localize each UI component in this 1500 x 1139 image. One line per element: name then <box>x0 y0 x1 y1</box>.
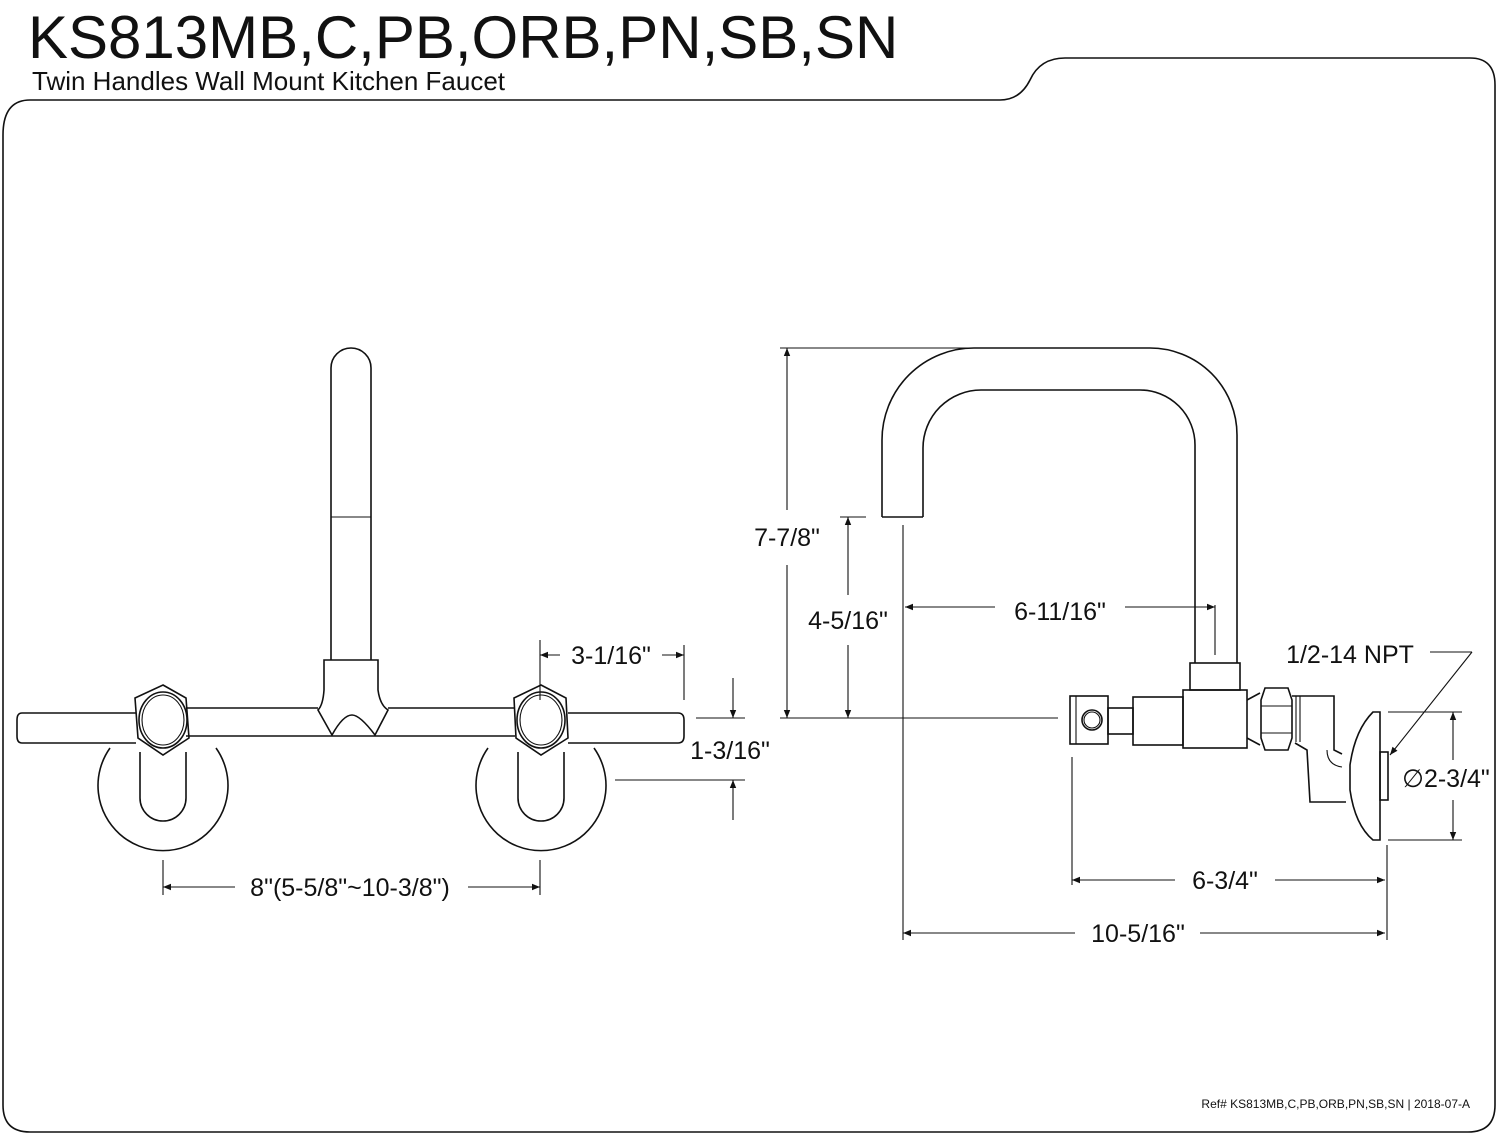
front-view-faucet <box>16 347 685 852</box>
spout-front <box>330 347 372 660</box>
svg-text:6-3/4": 6-3/4" <box>1192 867 1258 895</box>
svg-text:4-5/16": 4-5/16" <box>808 607 888 635</box>
hex-nut <box>1260 687 1293 751</box>
page-subtitle: Twin Handles Wall Mount Kitchen Faucet <box>32 66 506 96</box>
svg-text:3-1/16": 3-1/16" <box>571 642 651 670</box>
dimension-handle-height: 1-3/16" <box>615 678 770 820</box>
dimension-total-depth: 10-5/16" <box>903 920 1385 948</box>
left-handle-hub <box>138 691 188 749</box>
sheet-border <box>2 57 1496 1133</box>
reference-number: Ref# KS813MB,C,PB,ORB,PN,SB,SN | 2018-07… <box>1201 1097 1470 1111</box>
svg-text:8"(5-5/8"~10-3/8"): 8"(5-5/8"~10-3/8") <box>250 874 450 902</box>
dimension-handle-length: 3-1/16" <box>539 640 685 700</box>
svg-text:7-7/8": 7-7/8" <box>754 524 820 552</box>
side-view-faucet <box>881 347 1389 841</box>
left-escutcheon <box>97 747 229 852</box>
dimension-spout-height: 4-5/16" <box>808 516 888 718</box>
right-escutcheon <box>475 747 607 852</box>
dimension-spout-reach: 6-11/16" <box>902 525 1215 940</box>
left-handle-lever <box>16 712 136 744</box>
center-hub <box>317 659 390 737</box>
dimension-flange-diameter: ∅2-3/4" <box>1388 711 1490 841</box>
wall-flange <box>1349 711 1381 841</box>
dimension-total-height: 7-7/8" <box>754 347 1058 719</box>
svg-text:1/2-14 NPT: 1/2-14 NPT <box>1286 641 1414 669</box>
right-handle-lever <box>568 712 685 744</box>
svg-text:1-3/16": 1-3/16" <box>690 737 770 765</box>
dimension-centers: 8"(5-5/8"~10-3/8") <box>162 860 541 902</box>
right-handle-hub <box>516 691 566 749</box>
svg-text:10-5/16": 10-5/16" <box>1091 920 1185 948</box>
valve-cap <box>1069 695 1109 745</box>
page-title: KS813MB,C,PB,ORB,PN,SB,SN <box>28 4 898 71</box>
svg-text:∅2-3/4": ∅2-3/4" <box>1402 765 1490 793</box>
thread-callout: 1/2-14 NPT <box>1286 641 1473 756</box>
svg-text:6-11/16": 6-11/16" <box>1014 598 1106 626</box>
dimension-body-depth: 6-3/4" <box>1071 757 1388 940</box>
